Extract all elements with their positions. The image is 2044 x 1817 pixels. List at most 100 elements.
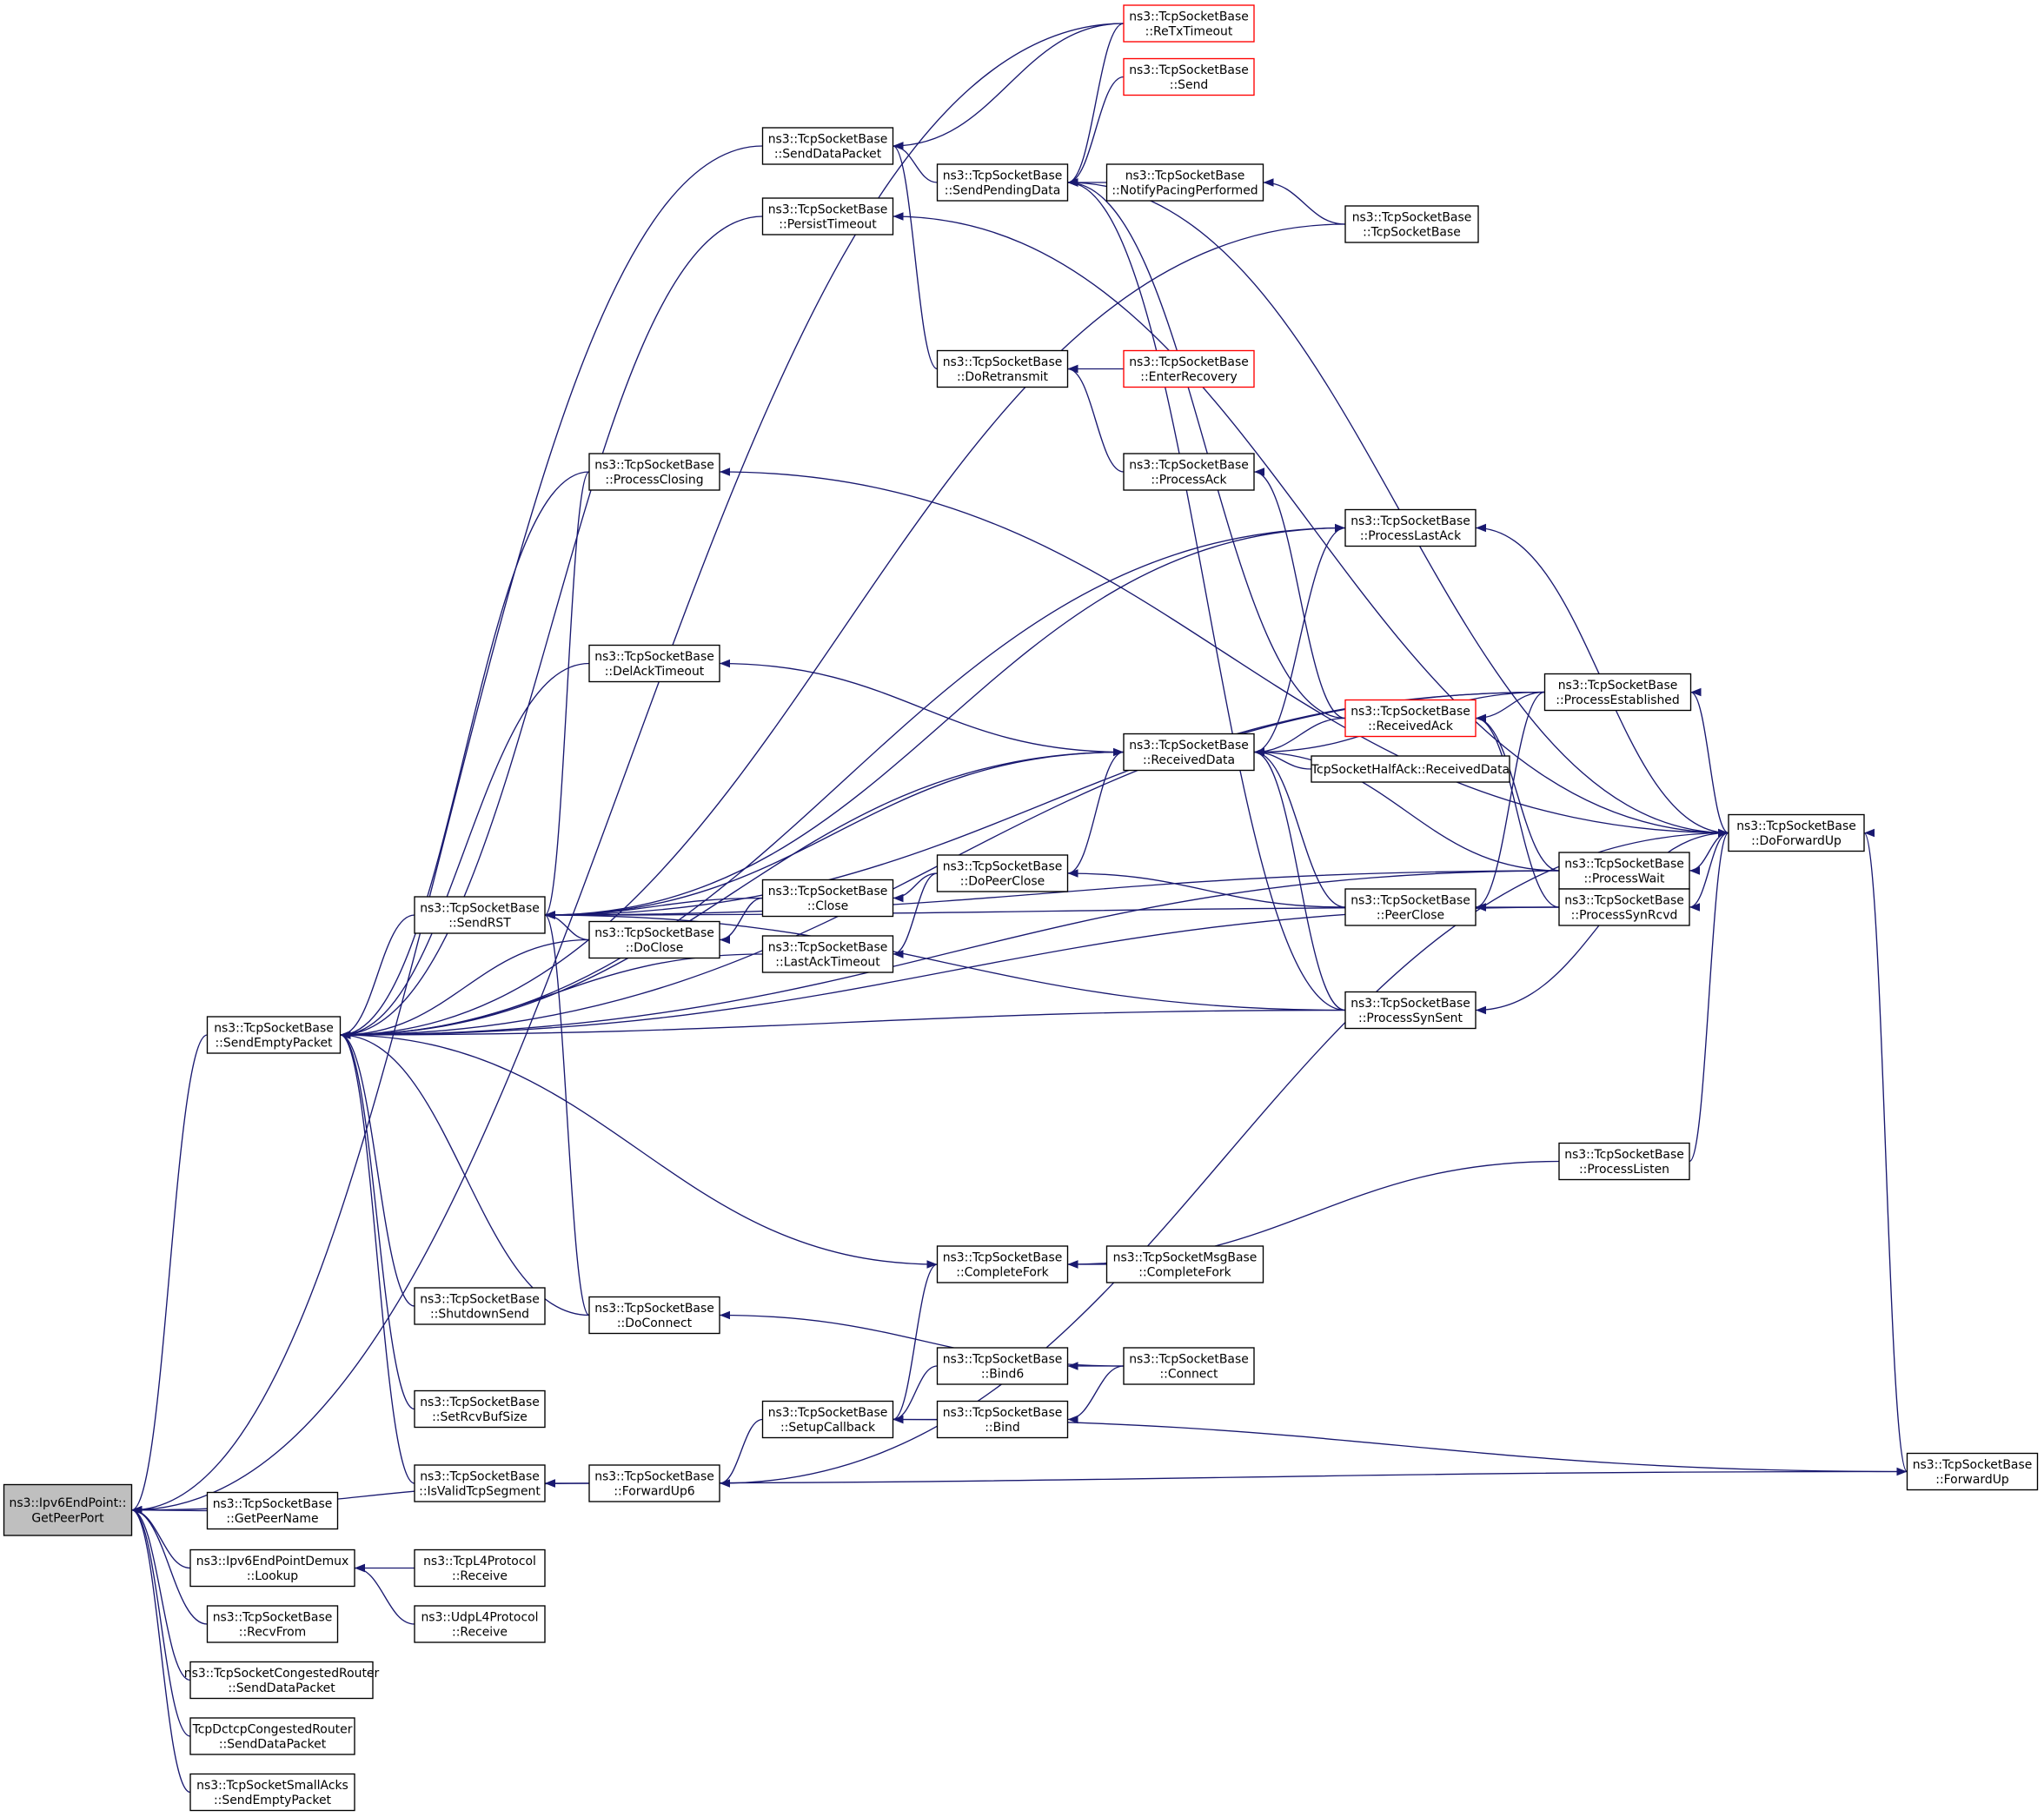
node-box — [588, 920, 720, 959]
node-smallacks[interactable]: ns3::TcpSocketSmallAcks::SendEmptyPacket — [189, 1773, 355, 1812]
node-setupcallback[interactable]: ns3::TcpSocketBase::SetupCallback — [761, 1400, 894, 1439]
arrowhead-icon — [1254, 468, 1264, 476]
node-label: ns3::TcpSocketMsgBase — [1113, 1250, 1258, 1264]
edge-processclosing-to-sendrst — [544, 471, 590, 916]
arrowhead-icon — [926, 1260, 938, 1269]
node-halfack[interactable]: TcpSocketHalfAck::ReceivedData — [1311, 755, 1510, 783]
edge-processsynrcvd-to-receivedack — [1475, 717, 1560, 908]
node-processestablished[interactable]: ns3::TcpSocketBase::ProcessEstablished — [1543, 673, 1692, 712]
node-receivedack[interactable]: ns3::TcpSocketBase::ReceivedAck — [1344, 699, 1477, 738]
node-processclosing[interactable]: ns3::TcpSocketBase::ProcessClosing — [588, 453, 720, 491]
node-lastacktimeout[interactable]: ns3::TcpSocketBase::LastAckTimeout — [761, 935, 894, 973]
node-processlastack[interactable]: ns3::TcpSocketBase::ProcessLastAck — [1344, 508, 1477, 547]
node-label: ::ProcessLastAck — [1360, 529, 1462, 543]
node-delacktimeout[interactable]: ns3::TcpSocketBase::DelAckTimeout — [588, 644, 720, 683]
arrowhead-icon — [1476, 523, 1486, 533]
arrowhead-icon — [1718, 828, 1729, 838]
node-retxtimeout[interactable]: ns3::TcpSocketBase::ReTxTimeout — [1123, 4, 1255, 43]
node-processwait[interactable]: ns3::TcpSocketBase::ProcessWait — [1558, 852, 1690, 890]
node-label: ns3::Ipv6EndPointDemux — [196, 1555, 348, 1568]
node-box — [189, 1717, 355, 1755]
arrowhead-icon — [1067, 1362, 1078, 1370]
node-udpl4receive[interactable]: ns3::UdpL4Protocol::Receive — [414, 1605, 546, 1643]
node-send[interactable]: ns3::TcpSocketBase::Send — [1123, 57, 1255, 96]
node-dctcprouter[interactable]: TcpDctcpCongestedRouter::SendDataPacket — [189, 1717, 355, 1755]
edge-setrcvbufsize-to-sendemptypacket — [340, 1034, 415, 1410]
node-box — [414, 1605, 546, 1643]
node-label: ns3::TcpSocketBase — [420, 1396, 540, 1409]
node-completefork[interactable]: ns3::TcpSocketBase::CompleteFork — [936, 1245, 1069, 1283]
node-forwardup6[interactable]: ns3::TcpSocketBase::ForwardUp6 — [588, 1464, 720, 1502]
node-box — [1344, 699, 1477, 738]
node-shutdownsend[interactable]: ns3::TcpSocketBase::ShutdownSend — [414, 1287, 546, 1325]
node-getpeerport[interactable]: ns3::Ipv6EndPoint::GetPeerPort — [3, 1483, 133, 1536]
node-doretransmit[interactable]: ns3::TcpSocketBase::DoRetransmit — [936, 349, 1069, 388]
node-forwardup[interactable]: ns3::TcpSocketBase::ForwardUp — [1906, 1452, 2039, 1491]
node-enterrecovery[interactable]: ns3::TcpSocketBase::EnterRecovery — [1123, 349, 1255, 388]
edge-ctor-to-notifypacing — [1263, 182, 1346, 225]
node-processsynsent[interactable]: ns3::TcpSocketBase::ProcessSynSent — [1344, 991, 1477, 1030]
node-doconnect[interactable]: ns3::TcpSocketBase::DoConnect — [588, 1296, 720, 1335]
node-processsynrcvd[interactable]: ns3::TcpSocketBase::ProcessSynRcvd — [1558, 888, 1690, 926]
node-box — [1123, 57, 1255, 96]
node-box — [414, 1548, 546, 1588]
node-label: ns3::TcpSocketBase — [1564, 857, 1684, 871]
node-isvalidtcpsegment[interactable]: ns3::TcpSocketBase::IsValidTcpSegment — [414, 1464, 546, 1502]
node-persisttimeout[interactable]: ns3::TcpSocketBase::PersistTimeout — [761, 197, 894, 235]
node-label: ns3::Ipv6EndPoint:: — [10, 1496, 127, 1510]
node-ctor[interactable]: ns3::TcpSocketBase::TcpSocketBase — [1344, 205, 1479, 243]
node-sendrst[interactable]: ns3::TcpSocketBase::SendRST — [414, 896, 546, 934]
node-sendpendingdata[interactable]: ns3::TcpSocketBase::SendPendingData — [936, 163, 1069, 202]
node-box — [206, 1491, 339, 1530]
node-tcpl4receive[interactable]: ns3::TcpL4Protocol::Receive — [414, 1548, 546, 1588]
node-notifypacing[interactable]: ns3::TcpSocketBase::NotifyPacingPerforme… — [1105, 163, 1264, 202]
node-lookup[interactable]: ns3::Ipv6EndPointDemux::Lookup — [189, 1548, 355, 1588]
node-recvfrom[interactable]: ns3::TcpSocketBase::RecvFrom — [206, 1605, 339, 1643]
node-label: ns3::TcpSocketBase — [768, 1406, 888, 1420]
node-label: ns3::TcpSocketBase — [1350, 997, 1470, 1011]
node-peerclose[interactable]: ns3::TcpSocketBase::PeerClose — [1344, 888, 1477, 926]
edge-doforwardup-to-processsynrcvd — [1689, 832, 1729, 908]
node-label: ::NotifyPacingPerformed — [1112, 184, 1258, 198]
node-box — [936, 1400, 1069, 1439]
node-receiveddata[interactable]: ns3::TcpSocketBase::ReceivedData — [1123, 733, 1255, 772]
node-congestedrouter[interactable]: ns3::TcpSocketCongestedRouter::SendDataP… — [184, 1661, 380, 1700]
node-label: ns3::TcpSocketBase — [1129, 1352, 1249, 1366]
node-label: ::SendDataPacket — [219, 1738, 327, 1752]
node-sendemptypacket[interactable]: ns3::TcpSocketBase::SendEmptyPacket — [206, 1016, 342, 1054]
node-getpeername[interactable]: ns3::TcpSocketBase::GetPeerName — [206, 1491, 339, 1530]
node-box — [414, 896, 546, 934]
node-label: ::PersistTimeout — [779, 218, 877, 232]
node-label: ns3::TcpSocketBase — [768, 202, 888, 216]
node-box — [1558, 852, 1690, 890]
node-label: ns3::TcpSocketBase — [943, 1406, 1063, 1420]
arrowhead-icon — [1476, 713, 1486, 723]
node-box — [1123, 1347, 1255, 1385]
node-doclose[interactable]: ns3::TcpSocketBase::DoClose — [588, 920, 720, 959]
arrowhead-icon — [1263, 178, 1274, 187]
node-label: ::ReceivedData — [1143, 753, 1235, 767]
node-connect[interactable]: ns3::TcpSocketBase::Connect — [1123, 1347, 1255, 1385]
arrowhead-icon — [545, 1479, 555, 1488]
node-label: ::TcpSocketBase — [1363, 226, 1461, 240]
node-close[interactable]: ns3::TcpSocketBase::Close — [761, 879, 894, 918]
node-dopeerclose[interactable]: ns3::TcpSocketBase::DoPeerClose — [936, 854, 1069, 892]
node-senddatapacket[interactable]: ns3::TcpSocketBase::SendDataPacket — [761, 127, 894, 165]
node-label: ns3::TcpSocketBase — [768, 885, 888, 899]
node-label: ::Bind6 — [981, 1368, 1024, 1382]
edge-processsynsent-to-sendemptypacket — [340, 1009, 1346, 1036]
edge-bind6-to-setupcallback — [893, 1365, 938, 1421]
node-label: ns3::TcpSocketBase — [1350, 893, 1470, 907]
node-doforwardup[interactable]: ns3::TcpSocketBase::DoForwardUp — [1728, 813, 1865, 852]
node-processack[interactable]: ns3::TcpSocketBase::ProcessAck — [1123, 453, 1255, 491]
arrowhead-icon — [340, 1031, 351, 1039]
arrowhead-icon — [893, 212, 904, 221]
node-processlisten[interactable]: ns3::TcpSocketBase::ProcessListen — [1558, 1142, 1690, 1181]
node-msgcompletefork[interactable]: ns3::TcpSocketMsgBase::CompleteFork — [1105, 1245, 1264, 1283]
node-setrcvbufsize[interactable]: ns3::TcpSocketBase::SetRcvBufSize — [414, 1389, 546, 1429]
node-label: ns3::TcpSocketBase — [1129, 739, 1249, 753]
node-bind[interactable]: ns3::TcpSocketBase::Bind — [936, 1400, 1069, 1439]
node-label: ns3::TcpSocketBase — [420, 1292, 540, 1306]
node-bind6[interactable]: ns3::TcpSocketBase::Bind6 — [936, 1347, 1069, 1385]
node-label: ::IsValidTcpSegment — [419, 1485, 541, 1499]
